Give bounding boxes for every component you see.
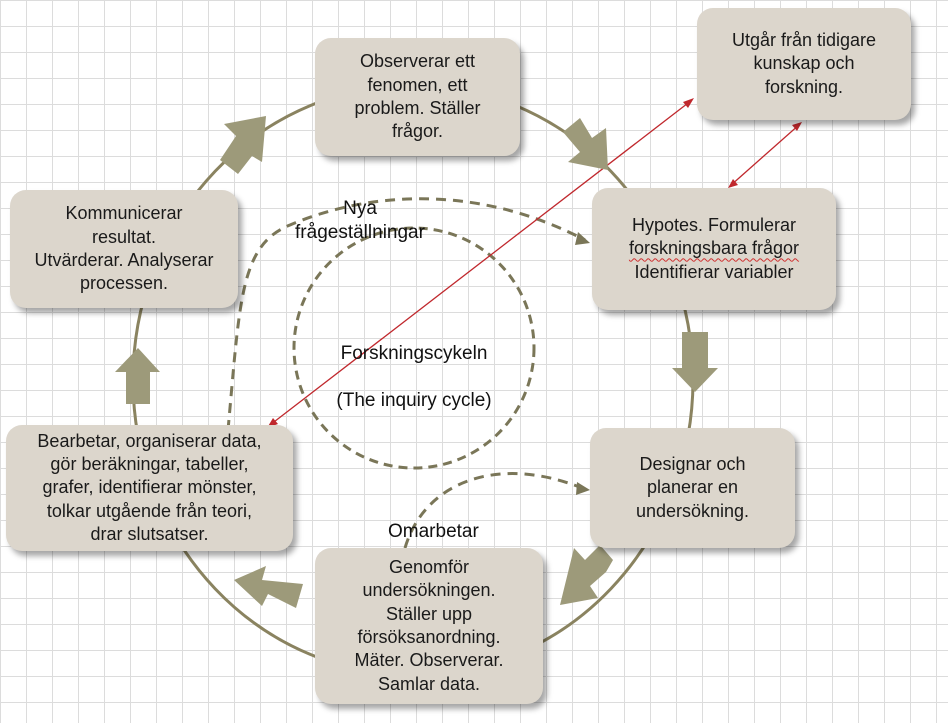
rework-dashed-path	[403, 472, 583, 549]
cycle-arrow-observe-to-hypothesis	[563, 118, 608, 170]
rework-arrowhead	[576, 482, 590, 495]
red-arrowhead-top	[683, 98, 694, 108]
step-design: Designar och planerar en undersökning.	[590, 428, 795, 548]
cycle-title-text: Forskningscykeln	[340, 342, 488, 364]
step-observe-text: Observerar ett fenomen, ett problem. Stä…	[354, 51, 481, 142]
step-hypothesis: Hypotes. Formulerar forskningsbara frågo…	[592, 188, 836, 310]
step-communicate: Kommunicerar resultat. Utvärderar. Analy…	[10, 190, 238, 308]
prior-knowledge-box: Utgår från tidigare kunskap och forsknin…	[697, 8, 911, 120]
cycle-arrow-conduct-to-process	[234, 566, 303, 608]
new-questions-text: Nya frågeställningar	[295, 197, 425, 243]
cycle-title: Forskningscykeln (The inquiry cycle)	[318, 318, 510, 413]
new-questions-dashed-path	[226, 197, 586, 431]
cycle-arrow-hypothesis-to-design	[672, 332, 718, 392]
red-short-arrowhead-top	[792, 122, 802, 131]
step-communicate-text: Kommunicerar resultat. Utvärderar. Analy…	[34, 203, 214, 294]
step-hypothesis-line-1: Hypotes. Formulerar	[631, 214, 797, 235]
step-conduct: Genomför undersökningen. Ställer upp för…	[315, 548, 543, 704]
step-process: Bearbetar, organiserar data, gör beräkni…	[6, 425, 293, 551]
red-connector-long	[269, 99, 693, 426]
prior-knowledge-text: Utgår från tidigare kunskap och forsknin…	[731, 29, 877, 97]
rework-label: Omarbetar	[388, 496, 508, 544]
cycle-arrow-communicate-to-observe	[220, 116, 266, 174]
step-observe: Observerar ett fenomen, ett problem. Stä…	[315, 38, 520, 156]
step-hypothesis-line-2: forskningsbara frågor	[628, 238, 800, 259]
cycle-arrow-process-to-communicate	[115, 348, 160, 404]
red-connector-short	[729, 123, 801, 187]
cycle-subtitle-text: (The inquiry cycle)	[336, 390, 492, 412]
new-questions-label: Nya frågeställningar	[275, 173, 445, 244]
red-short-arrowhead-bottom	[728, 179, 738, 188]
step-process-text: Bearbetar, organiserar data, gör beräkni…	[37, 430, 262, 545]
step-hypothesis-line-3: Identifierar variabler	[634, 261, 794, 282]
step-design-text: Designar och planerar en undersökning.	[635, 453, 750, 521]
center-dashed-circle	[292, 226, 536, 470]
cycle-arrow-design-to-conduct	[560, 545, 613, 605]
new-questions-arrowhead	[575, 232, 590, 245]
step-conduct-text: Genomför undersökningen. Ställer upp för…	[354, 556, 504, 694]
rework-text: Omarbetar	[388, 520, 479, 542]
